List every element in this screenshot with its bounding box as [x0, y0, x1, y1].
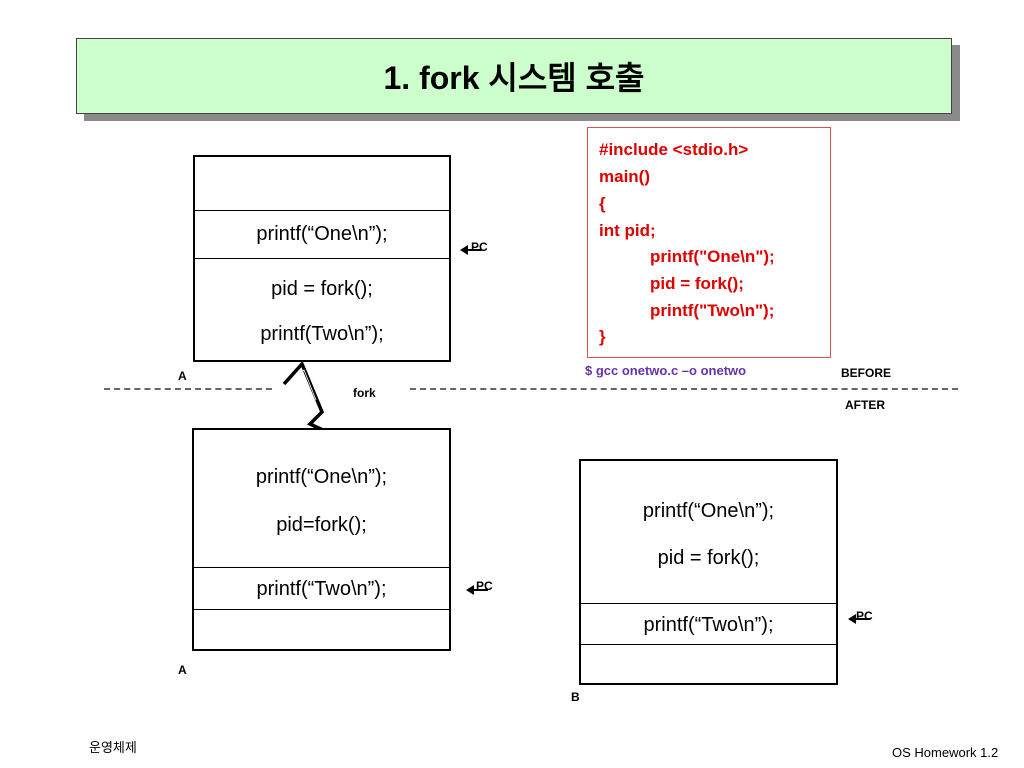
after-child-memory: printf(“One\n”); pid = fork(); printf(“T…	[579, 459, 838, 685]
code-line-close-brace: }	[599, 327, 606, 346]
code-line-fork: pid = fork();	[650, 274, 744, 293]
after-label: AFTER	[845, 398, 885, 412]
before-pc-arrow	[460, 245, 482, 255]
after-child-print-one-line: printf(“One\n”);	[642, 500, 775, 522]
source-code-box: #include <stdio.h> main() { int pid; pri…	[587, 127, 831, 358]
after-child-print-two-cell: printf(“Two\n”);	[581, 603, 836, 645]
before-process-label: A	[178, 369, 187, 383]
footer-homework-label: OS Homework 1.2	[892, 745, 999, 760]
after-parent-fork-line: pid=fork();	[276, 514, 367, 536]
after-parent-pc-arrow	[466, 585, 488, 595]
after-parent-empty-cell	[194, 609, 449, 650]
after-child-empty-cell	[581, 644, 836, 684]
after-parent-pc-label: PC	[476, 579, 493, 593]
code-line-include: #include <stdio.h>	[599, 140, 749, 159]
after-parent-print-two-line: printf(“Two\n”);	[256, 578, 387, 600]
footer-course-name: 운영체제	[89, 740, 137, 755]
divider-left	[104, 388, 272, 390]
code-line-open-brace: {	[599, 194, 606, 213]
fork-zigzag	[282, 360, 326, 433]
divider-right	[410, 388, 958, 390]
before-pc-label: PC	[471, 240, 488, 254]
after-child-fork-line: pid = fork();	[657, 547, 760, 569]
fork-label: fork	[353, 386, 376, 400]
code-line-declare: int pid;	[599, 221, 656, 240]
before-print-one-line: printf(“One\n”);	[256, 223, 388, 245]
after-parent-print-two-cell: printf(“Two\n”);	[194, 567, 449, 610]
after-parent-print-one-line: printf(“One\n”);	[255, 466, 388, 488]
after-parent-label: A	[178, 663, 187, 677]
before-fork-line: pid = fork();	[271, 278, 373, 300]
after-child-pc-label: PC	[856, 609, 873, 623]
before-process-memory: printf(“One\n”); pid = fork(); printf(Tw…	[193, 155, 451, 362]
code-line-print-two: printf("Two\n");	[650, 301, 775, 320]
before-fork-cell: pid = fork(); printf(Two\n”);	[195, 258, 449, 362]
after-child-print-two-line: printf(“Two\n”);	[643, 614, 774, 636]
after-parent-top-cell: printf(“One\n”); pid=fork();	[194, 430, 449, 567]
after-parent-memory: printf(“One\n”); pid=fork(); printf(“Two…	[192, 428, 451, 651]
code-line-main: main()	[599, 167, 650, 186]
slide-title: 1. fork 시스템 호출	[383, 60, 645, 96]
before-empty-cell	[195, 157, 449, 210]
before-print-two-line: printf(Two\n”);	[260, 323, 384, 345]
code-line-print-one: printf("One\n");	[650, 247, 775, 266]
before-print-one-cell: printf(“One\n”);	[195, 210, 449, 259]
before-label: BEFORE	[841, 366, 892, 380]
title-banner: 1. fork 시스템 호출	[76, 38, 952, 114]
after-child-top-cell: printf(“One\n”); pid = fork();	[581, 461, 836, 603]
after-child-pc-arrow	[848, 614, 870, 624]
after-child-label: B	[571, 690, 580, 704]
compile-command: $ gcc onetwo.c –o onetwo	[585, 363, 747, 378]
